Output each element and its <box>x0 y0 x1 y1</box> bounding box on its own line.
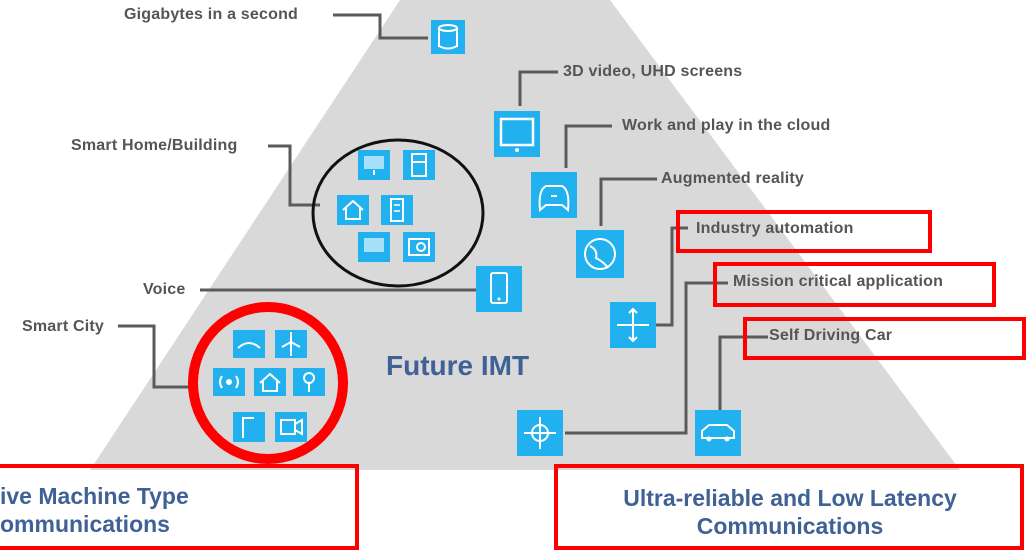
gamepad-icon <box>531 172 577 218</box>
video-icon <box>275 412 307 442</box>
pyramid-background <box>90 0 960 470</box>
tablet-icon <box>476 266 522 312</box>
database-icon <box>431 20 465 54</box>
globe-icon <box>576 230 624 278</box>
label-3d-video: 3D video, UHD screens <box>563 63 743 80</box>
label-smart-home: Smart Home/Building <box>71 137 238 154</box>
label-smart-city: Smart City <box>22 318 105 335</box>
label-augmented: Augmented reality <box>661 170 804 187</box>
label-voice: Voice <box>143 281 186 298</box>
house-icon <box>337 195 369 225</box>
massive-mtc-line1: ive Machine Type <box>0 483 189 509</box>
self-driving-highlight-box <box>743 317 1026 360</box>
camera-icon <box>403 232 435 262</box>
building-icon <box>381 195 413 225</box>
urllc-title: Ultra-reliable and Low Latency Communica… <box>566 484 1014 540</box>
windmill-icon <box>275 330 307 358</box>
road-icon <box>233 330 265 358</box>
tv-icon <box>358 232 390 262</box>
center-title: Future IMT <box>386 350 530 381</box>
fridge-icon <box>403 150 435 180</box>
label-self-driving: Self Driving Car <box>769 327 893 344</box>
crosshair-icon <box>517 410 563 456</box>
streetlight-icon <box>233 412 265 442</box>
label-cloud: Work and play in the cloud <box>622 117 831 134</box>
wireless-icon <box>213 368 245 396</box>
urllc-line1: Ultra-reliable and Low Latency <box>623 485 957 511</box>
smart-home-ellipse <box>311 138 485 288</box>
monitor-icon <box>358 150 390 180</box>
house-icon <box>254 368 286 396</box>
label-gigabytes: Gigabytes in a second <box>124 6 299 23</box>
massive-mtc-title: ive Machine Type ommunications <box>0 482 189 538</box>
label-industry: Industry automation <box>696 220 854 237</box>
icon-group <box>213 20 741 456</box>
label-mission: Mission critical application <box>733 273 944 290</box>
connector-lines <box>118 13 768 435</box>
smart-city-highlight-circle <box>188 302 348 464</box>
industry-highlight-box <box>676 210 932 253</box>
mission-highlight-box <box>713 262 996 307</box>
car-icon <box>695 410 741 456</box>
arrows-icon <box>610 302 656 348</box>
tower-icon <box>293 368 325 396</box>
urllc-line2: Communications <box>696 513 884 539</box>
massive-mtc-line2: ommunications <box>0 511 170 537</box>
screen-icon <box>494 111 540 157</box>
